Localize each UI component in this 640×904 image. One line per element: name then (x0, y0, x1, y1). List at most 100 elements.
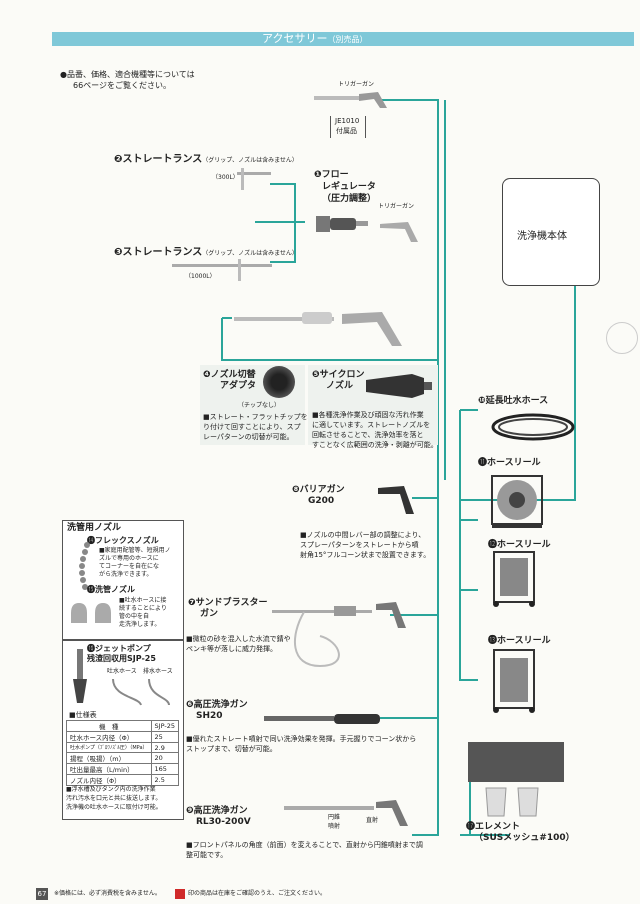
footer-note-1: ※価格には、必ず消費税を含みません。 (54, 890, 161, 897)
item4-desc-2: り付けて回すことにより、スプ (203, 423, 301, 431)
item3-title: ❸ストレートランス（グリップ、ノズルは含みません） (114, 247, 298, 259)
page-number: 67 (36, 888, 48, 900)
item13-title: ⓭ホースリール (488, 636, 551, 646)
item1-line1-text: フロー (321, 170, 349, 180)
item5-desc-1: ■各種洗浄作業及び頑固な汚れ作業 (312, 411, 424, 419)
je1010-tag-text: 付属品 (336, 127, 357, 135)
item3-lance-image (172, 259, 272, 281)
item10-hose-image (491, 413, 575, 441)
item15-number: ⓯ (87, 585, 95, 594)
spec-cell-label: 吐水ポンプ（ﾌﾞﾛﾜﾉｽﾞﾙ圧）（MPa） (66, 742, 152, 753)
spec-cell-label: 吐出量最高（L/min） (66, 763, 152, 775)
item14-desc-2: ズルで専用のホースに (99, 555, 159, 562)
item17-line1-text: エレメント (475, 822, 521, 832)
item6-desc-1: ■優れたストレート噴射で同い洗浄効果を発揮。手元握りでコーン状から (186, 735, 417, 743)
item8-line1-text: バリアガン (299, 485, 345, 495)
item14-desc-1: ■家庭用配管等、短規用ノ (99, 547, 171, 554)
item7-line1: ❼サンドブラスター (188, 598, 267, 608)
item4-line2: アダプタ (220, 381, 257, 391)
item8-line1: ❽バリアガン (292, 485, 345, 495)
item16-desc-3: 洗浄機の吐水ホースに取付け可能。 (66, 804, 162, 811)
gun-assembly-image (234, 312, 402, 346)
item15-desc-4: 走洗浄します。 (119, 621, 161, 628)
item11-reel-image (491, 475, 543, 528)
item3-title-text: ストレートランス (122, 247, 203, 258)
machine-label: 洗浄機本体 (517, 231, 567, 242)
item14-desc-3: てコーナーを自在にな (99, 563, 160, 570)
table-row: ノズル内径（Φ）2.5 (66, 774, 179, 786)
spec-cell-value: 20 (150, 752, 179, 764)
item1-regulator-image (316, 216, 368, 232)
item5-line2: ノズル (326, 381, 354, 391)
item9-gun-image (284, 800, 408, 826)
item14-title-text: フレックスノズル (95, 536, 159, 545)
item9-line2: RL30-200V (196, 817, 251, 827)
item11-number: ⓫ (478, 458, 488, 468)
item6-number: ❻ (186, 700, 194, 710)
item2-number: ❷ (114, 154, 123, 165)
spec-cell-value: 165 (150, 763, 179, 775)
item7-line1-text: サンドブラスター (195, 598, 268, 608)
item16-hose-label-1: 吐水ホース (107, 668, 137, 675)
item10-title: ❿延長吐水ホース (478, 396, 548, 406)
item5-desc-3: 回転させることで、洗浄効率を落と (312, 431, 424, 439)
page-number-text: 67 (37, 890, 47, 898)
item1-line2: レギュレータ (322, 182, 376, 192)
item15-desc: ■吐水ホースに接 続することにより 管の中を自 走洗浄します。 (119, 597, 167, 629)
top-note-2: 66ページをご覧ください。 (73, 81, 172, 90)
item2-subtitle: （グリップ、ノズルは含みません） (202, 157, 298, 164)
item11-title-text: ホースリール (487, 458, 541, 468)
item8-desc-3: 射角15°フルコーン状まで設置できます。 (300, 551, 431, 559)
page-edge-tab (606, 322, 638, 354)
item13-title-text: ホースリール (497, 636, 551, 646)
item16-desc: ■浮水槽及びタンク内の洗浄作業 汚れ汚水を口元と共に抜送します。 洗浄機の吐水ホ… (66, 785, 162, 812)
item2-title: ❷ストレートランス（グリップ、ノズルは含みません） (114, 154, 298, 166)
item4-number: ❹ (203, 370, 211, 380)
item14-number: ⓮ (87, 536, 95, 545)
item4-desc-3: レーパターンの切替が可能。 (203, 433, 294, 441)
item10-title-text: 延長吐水ホース (485, 396, 549, 406)
item1-gun-label: トリガーガン (378, 203, 415, 210)
item12-title-text: ホースリール (497, 540, 551, 550)
item15-desc-3: 管の中を自 (119, 613, 150, 620)
item15-title: ⓯洗管ノズル (87, 585, 135, 594)
item17-number: ⓱ (466, 822, 476, 832)
item16-pump-image (73, 649, 87, 703)
item7-sandblaster-image (272, 602, 406, 668)
item4-adapter-image (263, 366, 295, 398)
item14-desc: ■家庭用配管等、短規用ノ ズルで専用のホースに てコーナーを自在にな がら洗浄で… (99, 547, 171, 579)
item9-spray-label-cone-2: 噴射 (328, 823, 341, 830)
item16-desc-1: ■浮水槽及びタンク内の洗浄作業 (66, 786, 156, 793)
spec-header-value: SJP-25 (150, 720, 179, 732)
item9-line1: ❾高圧洗浄ガン (186, 806, 248, 816)
item14-title: ⓮フレックスノズル (87, 536, 159, 545)
item16-line1-text: ジェットポンプ (95, 644, 151, 653)
item11-title: ⓫ホースリール (478, 458, 541, 468)
item3-subtitle: （グリップ、ノズルは含みません） (202, 250, 298, 257)
item15-pipe-nozzle-image (71, 603, 111, 623)
item17-element-image (468, 742, 564, 817)
item15-desc-1: ■吐水ホースに接 (119, 597, 167, 604)
trigger-gun-top-image (314, 92, 387, 108)
item8-line2: G200 (308, 496, 335, 506)
item8-desc-1: ■ノズルの中間レバー部の調整により、 (300, 531, 426, 539)
item5-number: ❺ (312, 370, 320, 380)
top-note-1: ●品番、価格、適合機種等については (60, 70, 195, 79)
item2-title-text: ストレートランス (122, 154, 203, 165)
je1010-tag: JE1010 付属品 (330, 116, 366, 138)
machine-box: 洗浄機本体 (502, 178, 600, 286)
item2-size: （300L） (212, 174, 239, 181)
item6-gun-image (264, 714, 380, 724)
item15-desc-2: 続することにより (119, 605, 167, 612)
spec-cell-value: 2.5 (150, 774, 179, 786)
item1-line1: ❶フロー (314, 170, 349, 180)
item7-line2: ガン (200, 609, 219, 619)
item5-nozzle-image (366, 374, 432, 398)
item16-line2: 残渣回収用SJP-25 (87, 654, 156, 663)
item3-number: ❸ (114, 247, 123, 258)
item17-line2: （SUSメッシュ#100） (474, 833, 575, 843)
item4-tip: （チップなし） (238, 402, 281, 409)
item8-desc-2: スプレーパターンをストレートから噴 (300, 541, 419, 549)
